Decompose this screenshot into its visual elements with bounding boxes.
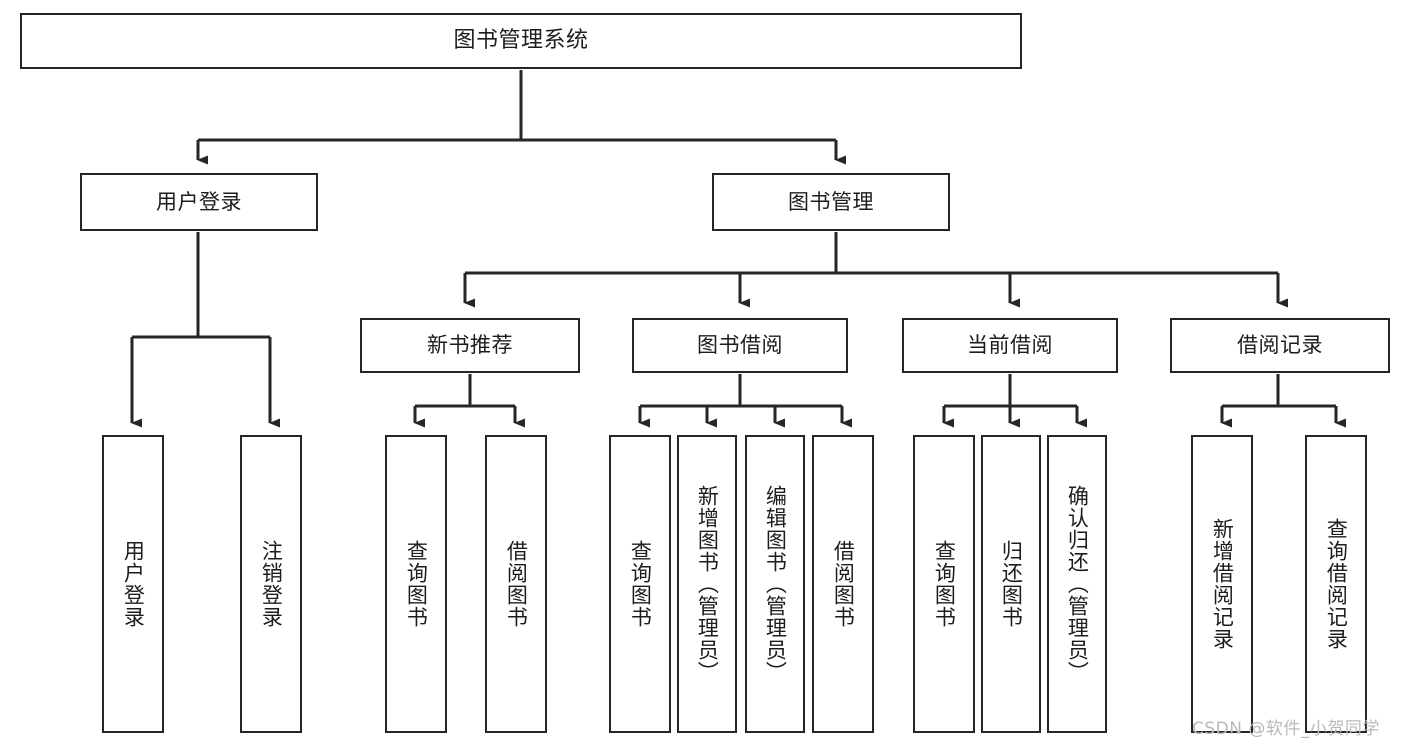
node-label: 当前借阅 (967, 333, 1053, 358)
node-label: 用户登录 (156, 189, 242, 214)
node-book-management[interactable]: 图书管理 (712, 173, 950, 231)
node-label: 查询借阅记录 (1324, 518, 1349, 650)
leaf-book-borrowing-borrow-book[interactable]: 借阅图书 (812, 435, 874, 733)
leaf-borrowing-records-query-record[interactable]: 查询借阅记录 (1305, 435, 1367, 733)
node-label: 借阅记录 (1237, 333, 1323, 358)
leaf-new-book-borrow-book[interactable]: 借阅图书 (485, 435, 547, 733)
csdn-watermark: CSDN @软件_小贺同学 (1192, 719, 1380, 739)
node-current-borrowing[interactable]: 当前借阅 (902, 318, 1118, 373)
node-user-login[interactable]: 用户登录 (80, 173, 318, 231)
node-new-book-recommendation[interactable]: 新书推荐 (360, 318, 580, 373)
node-label: 图书借阅 (697, 333, 783, 358)
node-label: 图书管理系统 (453, 28, 589, 54)
node-label: 查询图书 (932, 540, 957, 628)
node-label: 新增借阅记录 (1210, 518, 1235, 650)
node-borrowing-records[interactable]: 借阅记录 (1170, 318, 1390, 373)
leaf-borrowing-records-add-record[interactable]: 新增借阅记录 (1191, 435, 1253, 733)
leaf-new-book-query-book[interactable]: 查询图书 (385, 435, 447, 733)
node-label: 确认归还（管理员） (1065, 485, 1090, 683)
leaf-current-borrowing-confirm-return-admin[interactable]: 确认归还（管理员） (1047, 435, 1107, 733)
leaf-current-borrowing-query-book[interactable]: 查询图书 (913, 435, 975, 733)
node-label: 借阅图书 (831, 540, 856, 628)
leaf-book-borrowing-add-book-admin[interactable]: 新增图书（管理员） (677, 435, 737, 733)
node-label: 图书管理 (788, 189, 874, 214)
node-label: 用户登录 (121, 540, 146, 628)
node-label: 查询图书 (404, 540, 429, 628)
node-root-book-management-system[interactable]: 图书管理系统 (20, 13, 1022, 69)
node-label: 注销登录 (259, 540, 284, 628)
node-label: 新增图书（管理员） (695, 485, 720, 683)
node-label: 查询图书 (628, 540, 653, 628)
node-book-borrowing[interactable]: 图书借阅 (632, 318, 848, 373)
node-label: 归还图书 (999, 540, 1024, 628)
node-label: 借阅图书 (504, 540, 529, 628)
leaf-user-login-logout[interactable]: 注销登录 (240, 435, 302, 733)
leaf-current-borrowing-return-book[interactable]: 归还图书 (981, 435, 1041, 733)
node-label: 编辑图书（管理员） (763, 485, 788, 683)
leaf-user-login-login[interactable]: 用户登录 (102, 435, 164, 733)
leaf-book-borrowing-query-book[interactable]: 查询图书 (609, 435, 671, 733)
leaf-book-borrowing-edit-book-admin[interactable]: 编辑图书（管理员） (745, 435, 805, 733)
node-label: 新书推荐 (427, 333, 513, 358)
